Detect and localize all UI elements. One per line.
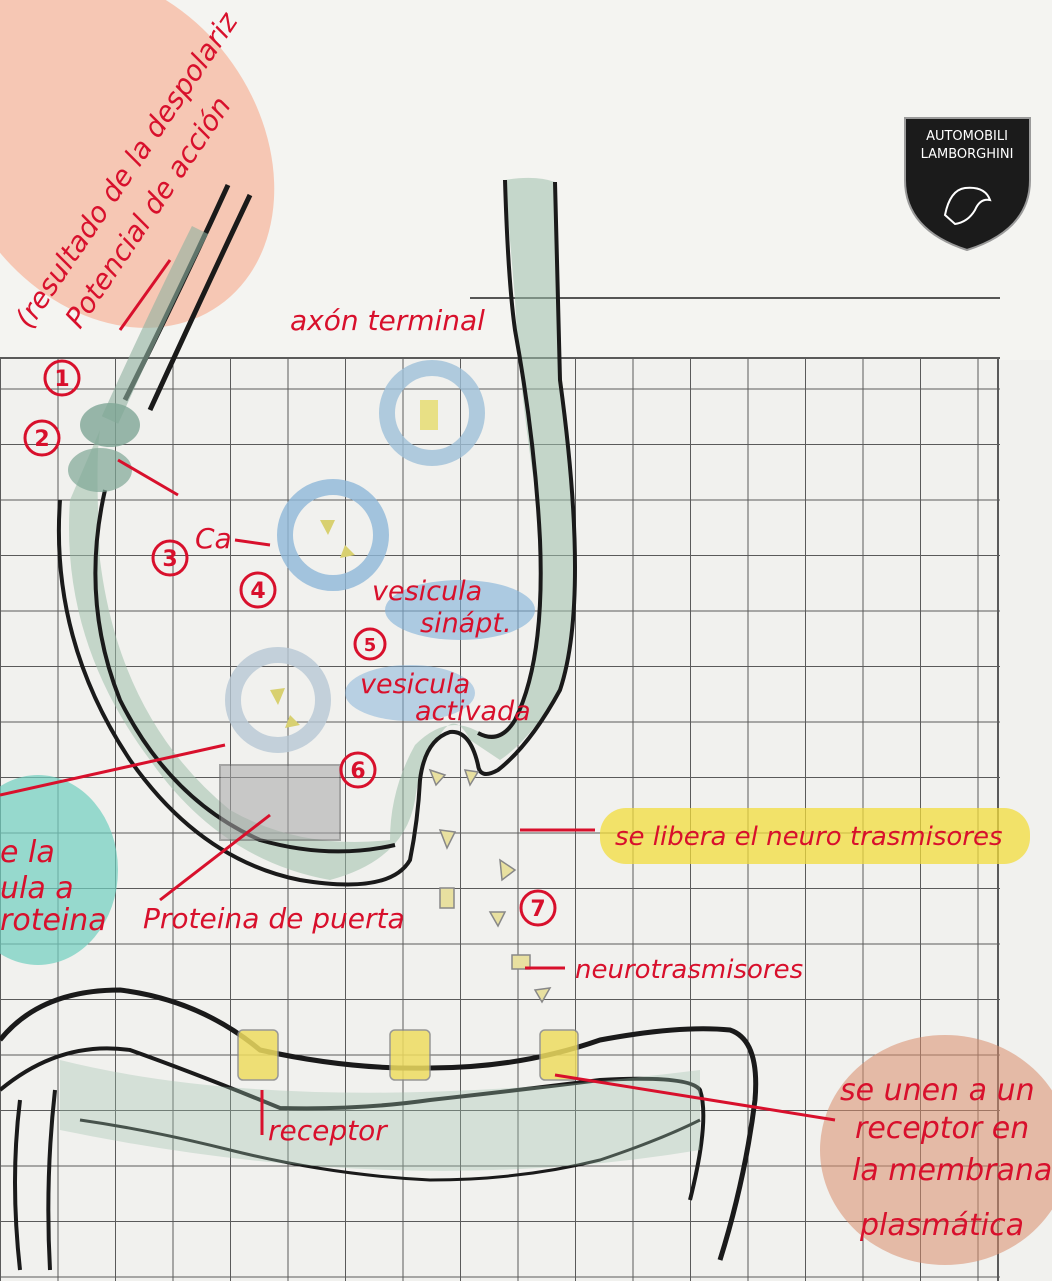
step-3: 3	[162, 547, 177, 572]
label-left-fragment-3: roteina	[0, 903, 107, 938]
label-bind-4: plasmática	[859, 1208, 1024, 1243]
step-2: 2	[34, 427, 49, 452]
label-gate-protein: Proteina de puerta	[143, 902, 405, 935]
step-6: 6	[350, 759, 365, 784]
svg-text:LAMBORGHINI: LAMBORGHINI	[921, 147, 1014, 162]
label-bind-1: se unen a un	[840, 1073, 1035, 1108]
label-receptor: receptor	[268, 1114, 388, 1147]
label-vesicle: vesicula	[372, 576, 482, 607]
svg-text:AUTOMOBILI: AUTOMOBILI	[926, 129, 1008, 144]
step-4: 4	[250, 579, 265, 604]
label-left-fragment-2: ula a	[0, 871, 74, 906]
step-5: 5	[364, 635, 377, 656]
label-neurotransmitters: neurotrasmisores	[575, 955, 803, 985]
label-bind-2: receptor en	[855, 1111, 1029, 1146]
label-axon-terminal: axón terminal	[290, 304, 485, 337]
label-left-fragment-1: e la	[0, 835, 55, 870]
label-calcium: Ca	[195, 522, 232, 555]
label-active-vesicle-2: activada	[415, 696, 531, 727]
label-bind-3: la membrana	[852, 1153, 1052, 1188]
ion-channel	[80, 403, 140, 447]
ion-channel	[68, 448, 132, 492]
gate-protein	[220, 765, 340, 840]
label-released: se libera el neuro trasmisores	[615, 822, 1003, 852]
step-7: 7	[530, 897, 545, 922]
label-vesicle-synaptic: sinápt.	[420, 608, 512, 639]
step-1: 1	[54, 367, 69, 392]
